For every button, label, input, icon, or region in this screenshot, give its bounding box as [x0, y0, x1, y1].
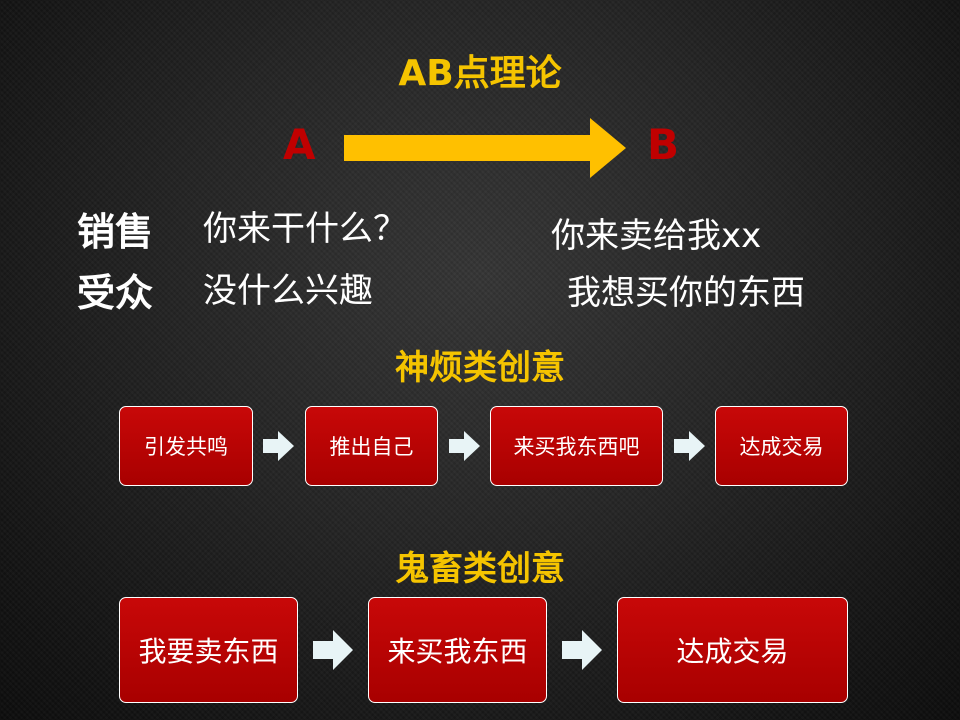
- flow2-step-1: 我要卖东西: [119, 597, 298, 703]
- flow1-step-1: 引发共鸣: [119, 406, 253, 486]
- right-arrow-icon: [344, 118, 626, 178]
- section-title-crazy: 鬼畜类创意: [395, 549, 565, 589]
- flow1-step-3: 来买我东西吧: [490, 406, 663, 486]
- section-title-annoying: 神烦类创意: [395, 348, 565, 388]
- row-label-sales: 销售: [77, 210, 154, 254]
- audience-point-b-text: 我想买你的东西: [567, 273, 805, 313]
- point-b-label: B: [647, 120, 680, 169]
- audience-point-a-text: 没什么兴趣: [203, 271, 373, 311]
- flow1-step-2: 推出自己: [305, 406, 438, 486]
- chevron-right-arrow-icon: [313, 630, 353, 670]
- flow2-step-3: 达成交易: [617, 597, 848, 703]
- sales-point-a-text: 你来干什么？: [203, 209, 407, 249]
- flow1-step-4: 达成交易: [715, 406, 848, 486]
- point-a-label: A: [283, 120, 316, 169]
- chevron-right-arrow-icon: [562, 630, 602, 670]
- page-title: AB点理论: [398, 53, 562, 94]
- chevron-right-arrow-icon: [674, 431, 705, 461]
- chevron-right-arrow-icon: [449, 431, 480, 461]
- flow2-step-2: 来买我东西: [368, 597, 547, 703]
- sales-point-b-text: 你来卖给我xx: [551, 216, 762, 256]
- chevron-right-arrow-icon: [263, 431, 294, 461]
- row-label-audience: 受众: [77, 271, 154, 315]
